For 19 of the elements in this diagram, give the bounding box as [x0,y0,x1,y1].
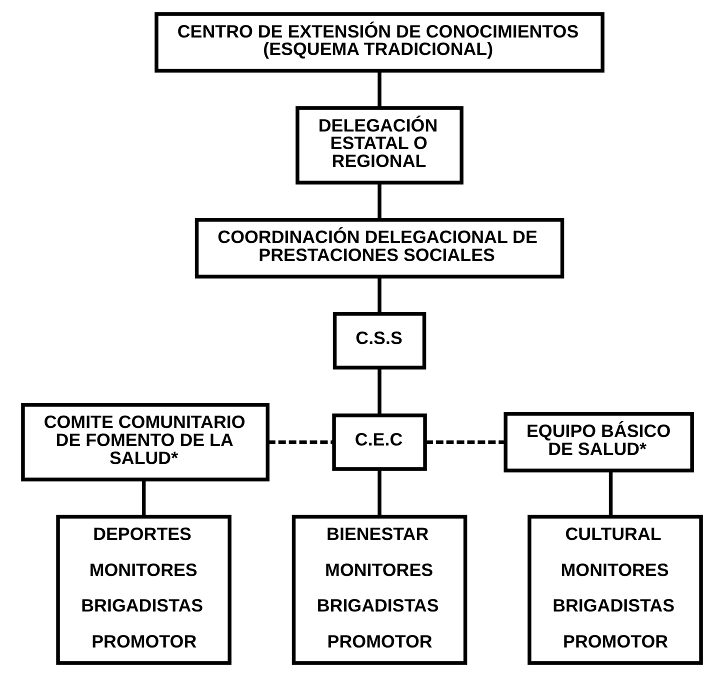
connector [141,480,146,517]
connector [377,183,381,220]
connector [377,368,381,415]
node-box: COORDINACIÓN DELEGACIONAL DE PRESTACIONES SOCIALES [194,218,564,278]
node-box: CULTURAL MONITORES BRIGADISTAS PROMOTOR [527,514,702,665]
node-box: C.S.S [332,312,426,370]
connector [267,440,334,444]
connector [377,469,381,517]
connector [377,71,381,108]
node-box: DEPORTES MONITORES BRIGADISTAS PROMOTOR [56,514,231,665]
node-box: DELEGACIÓN ESTATAL O REGIONAL [295,106,463,184]
connector [425,440,505,444]
node-box: C.E.C [332,413,426,471]
node-box: CENTRO DE EXTENSIÓN DE CONOCIMIENTOS (ESQUEMA TRADICIONAL) [154,12,604,73]
node-box: BIENESTAR MONITORES BRIGADISTAS PROMOTOR [291,514,467,665]
node-box: EQUIPO BÁSICO DE SALUD* [503,412,694,472]
connector [377,277,381,314]
node-box: COMITE COMUNITARIO DE FOMENTO DE LA SALUD* [20,403,269,482]
connector [608,470,612,517]
